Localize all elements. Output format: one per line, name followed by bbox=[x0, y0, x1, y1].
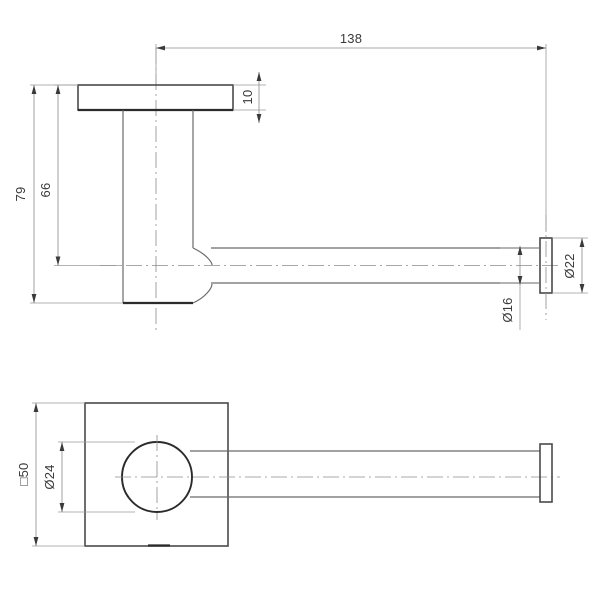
dim-label-22: Ø22 bbox=[562, 253, 577, 278]
side-elevation-view: 138 10 79 66 bbox=[13, 31, 588, 330]
dim-label-66: 66 bbox=[38, 183, 53, 198]
dimension-arm-diameter: Ø16 bbox=[500, 246, 540, 330]
dimension-boss-diameter: Ø24 bbox=[42, 441, 135, 513]
plan-view: □50 Ø24 bbox=[16, 402, 560, 547]
dim-label-79: 79 bbox=[13, 187, 28, 202]
dimension-overall-height: 79 bbox=[13, 84, 123, 304]
plan-square-plate bbox=[84, 402, 229, 547]
fillet-lower-curve bbox=[192, 283, 213, 304]
plan-end-cap bbox=[539, 443, 553, 503]
dimension-arm-height: 66 bbox=[38, 84, 120, 266]
dim-label-16: Ø16 bbox=[500, 297, 515, 322]
dimension-flange-thickness: 10 bbox=[233, 72, 266, 123]
dim-label-50: □50 bbox=[16, 463, 31, 486]
dimension-end-cap-diameter: Ø22 bbox=[552, 237, 588, 294]
dim-label-24: Ø24 bbox=[42, 464, 57, 489]
dim-label-10: 10 bbox=[240, 90, 255, 105]
fillet-upper-curve bbox=[192, 247, 213, 266]
dimension-overall-length: 138 bbox=[155, 31, 547, 232]
dimension-plate-size: □50 bbox=[16, 402, 85, 547]
wall-flange-plate bbox=[77, 84, 234, 111]
dim-label-138: 138 bbox=[340, 31, 362, 46]
